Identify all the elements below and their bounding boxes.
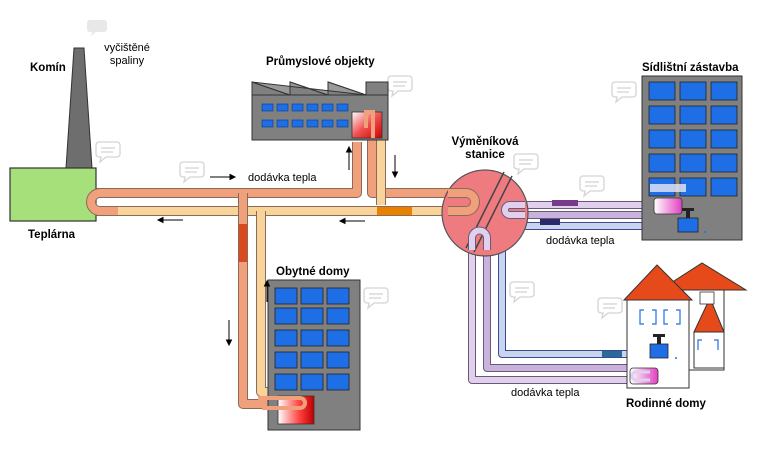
smoke-label-line1: vyčištěné — [104, 42, 150, 54]
bubble-icon — [387, 75, 413, 98]
bubble-icon — [95, 141, 121, 164]
water-tap-icon — [649, 334, 677, 359]
supply-label-right: dodávka tepla — [546, 235, 615, 247]
supply-label-bottom: dodávka tepla — [511, 387, 580, 399]
arrow-down-icon — [391, 155, 399, 179]
industrial-label: Průmyslové objekty — [266, 56, 375, 68]
arrow-up-icon — [263, 279, 271, 302]
arrow-right-icon — [210, 173, 237, 181]
exchange-label-line1: Výměníková — [451, 136, 519, 148]
residential-windows — [274, 287, 350, 391]
chimney-label: Komín — [30, 62, 66, 74]
bubble-icon — [513, 153, 539, 176]
heating-plant — [9, 167, 97, 222]
industrial-windows — [261, 103, 349, 128]
bubble-icon — [611, 81, 637, 104]
speech-bubbles — [87, 20, 637, 320]
bubble-icon — [597, 297, 623, 320]
bubble-icon — [509, 281, 535, 304]
flow-arrows — [156, 145, 399, 347]
arrow-left-icon — [156, 216, 183, 224]
bubble-icon — [87, 20, 107, 36]
family-houses — [622, 262, 748, 389]
exchange-label: Výměníková stanice — [448, 136, 522, 162]
exchanger-station — [441, 169, 529, 257]
smoke-label: vyčištěné spaliny — [96, 42, 158, 67]
residential-label: Obytné domy — [276, 266, 350, 278]
residential-building — [258, 279, 361, 431]
family-label: Rodinné domy — [626, 398, 706, 410]
plant-label: Teplárna — [28, 229, 76, 241]
arrow-down-icon — [225, 320, 233, 347]
bubble-icon — [363, 287, 389, 310]
exchange-label-line2: stanice — [465, 149, 505, 162]
arrow-left-icon — [338, 217, 365, 225]
smoke-label-line2: spaliny — [109, 54, 145, 67]
supply-label-top: dodávka tepla — [248, 172, 317, 184]
industrial-building — [251, 81, 389, 141]
chimney — [65, 47, 93, 169]
estate-windows — [648, 81, 738, 197]
bubble-icon — [179, 161, 205, 184]
estate-building — [641, 75, 743, 241]
bubble-icon — [579, 175, 605, 198]
estate-label: Sídlištní zástavba — [642, 62, 739, 74]
arrow-up-icon — [345, 145, 353, 170]
water-tap-icon — [677, 208, 706, 233]
